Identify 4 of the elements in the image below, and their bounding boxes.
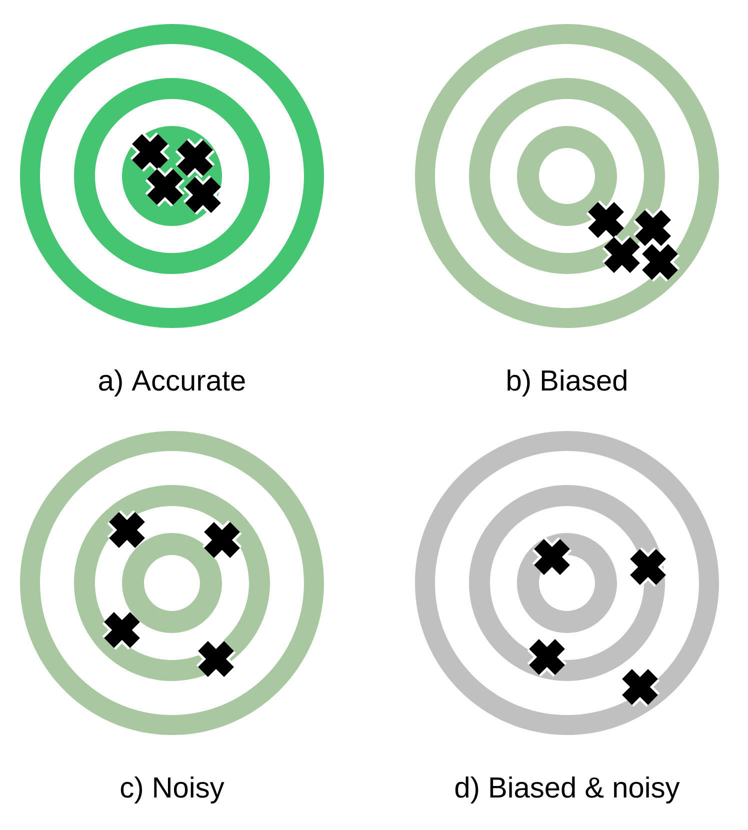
caption: b) Biased — [508, 370, 626, 397]
caption: c) Noisy — [120, 776, 224, 804]
caption: d) Biased & noisy — [455, 776, 680, 804]
caption: a) Accurate — [99, 370, 245, 397]
